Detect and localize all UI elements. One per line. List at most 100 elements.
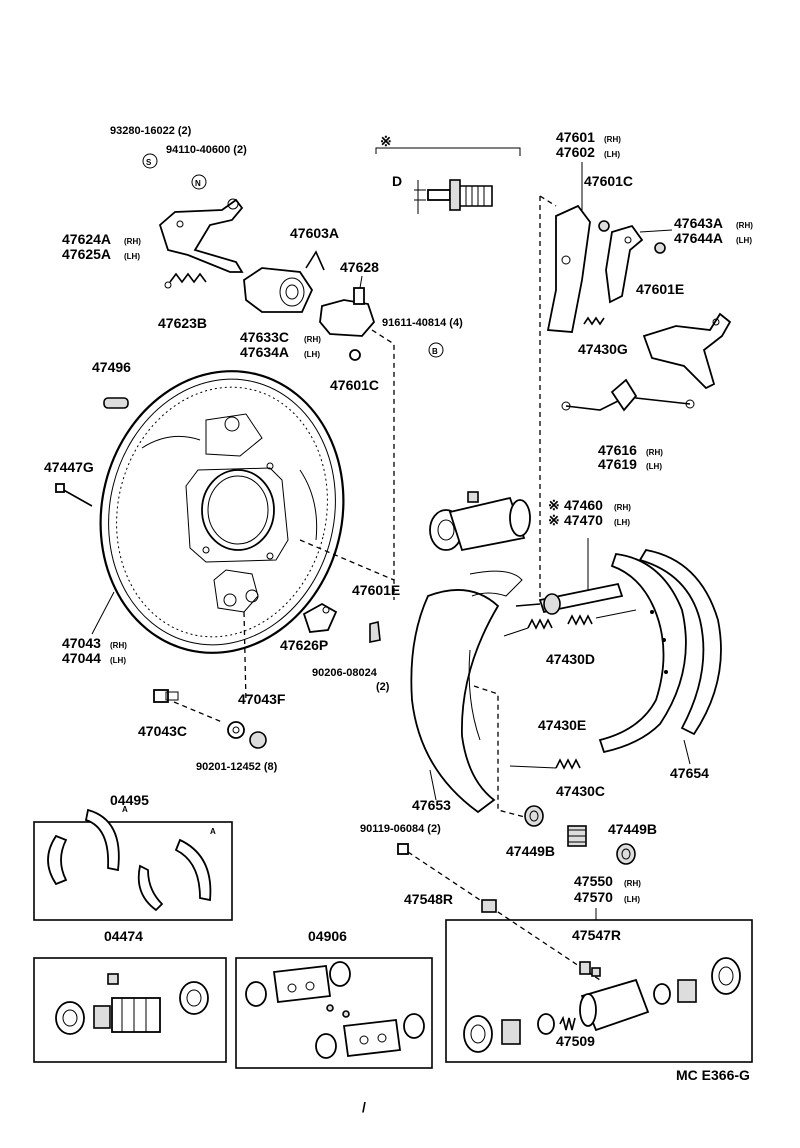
label-lh: (LH) [124, 252, 140, 261]
drawing-code: MC E366-G [676, 1067, 750, 1083]
label-90206-qty: (2) [376, 681, 390, 693]
label-lh-8: (LH) [624, 895, 640, 904]
bolt-47043c [153, 689, 179, 703]
label-47509: 47509 [556, 1033, 595, 1049]
label-90201: 90201-12452 (8) [196, 761, 278, 773]
nut-47601c-top [598, 220, 610, 232]
wheel-cylinder-47460 [429, 491, 531, 552]
label-47496: 47496 [92, 359, 131, 375]
label-47653: 47653 [412, 797, 451, 813]
svg-text:S: S [146, 158, 152, 167]
wheel-bolt-part [414, 179, 493, 214]
spring-47430g [583, 316, 605, 326]
bleeder-47548r [481, 899, 497, 913]
clip-47601e [369, 621, 381, 643]
lever-right-part [642, 312, 732, 390]
star-mark-3: ※ [548, 512, 560, 528]
stray-mark: / [362, 1099, 366, 1115]
label-47616: 47616 [598, 442, 637, 458]
spring-47623b [164, 272, 207, 289]
label-47548r: 47548R [404, 891, 453, 907]
brake-shoe-47654 [598, 549, 722, 754]
boot-47628 [319, 287, 376, 337]
bolt-markers: S N [142, 153, 207, 190]
spring-47430d [503, 609, 637, 637]
kit-box-04474 [33, 957, 227, 1063]
label-rh-8: (RH) [624, 879, 641, 888]
label-47430g: 47430G [578, 341, 628, 357]
label-rh-2: (RH) [304, 335, 321, 344]
nut-47601e-top [654, 242, 666, 254]
svg-text:A: A [210, 827, 216, 836]
label-47449b-right: 47449B [608, 821, 657, 837]
label-47623b: 47623B [158, 315, 207, 331]
lever-47643a [605, 224, 644, 304]
bolt-mark-b: B [428, 342, 444, 358]
label-rh-4: (RH) [604, 135, 621, 144]
label-47550: 47550 [574, 873, 613, 889]
label-rh: (RH) [124, 237, 141, 246]
label-04495: 04495 [110, 792, 149, 808]
brake-shoe-47653 [410, 570, 523, 814]
label-47547r: 47547R [572, 927, 621, 943]
kit-box-04906 [235, 957, 433, 1069]
label-47043f: 47043F [238, 691, 286, 707]
lever-47601 [546, 204, 591, 333]
plug-47496 [103, 397, 129, 409]
label-91611: 91611-40814 (4) [382, 317, 463, 329]
label-47654: 47654 [670, 765, 709, 781]
label-47643a: 47643A [674, 215, 723, 231]
kit-box-04495: A A [33, 805, 233, 921]
label-47603a: 47603A [290, 225, 339, 241]
label-47624a: 47624A [62, 231, 111, 247]
spring-hold [567, 825, 587, 847]
plate-47626p [302, 602, 338, 633]
pin-90119 [397, 843, 409, 855]
label-47644a: 47644A [674, 230, 723, 246]
label-90119: 90119-06084 (2) [360, 823, 441, 835]
nut-47601c [349, 349, 361, 361]
strut-assembly [515, 538, 624, 615]
label-lh-6: (LH) [646, 462, 662, 471]
label-47430e: 47430E [538, 717, 586, 733]
label-04474: 04474 [104, 928, 143, 944]
label-lh-2: (LH) [304, 350, 320, 359]
label-lh-3: (LH) [110, 656, 126, 665]
label-47601e-top: 47601E [636, 281, 684, 297]
label-rh-6: (RH) [646, 448, 663, 457]
kit-box-47550 [445, 919, 753, 1063]
clip-47603a [305, 250, 325, 271]
label-47430c: 47430C [556, 783, 605, 799]
label-47460: 47460 [564, 497, 603, 513]
label-93280: 93280-16022 (2) [110, 125, 192, 137]
dimension-d: D [392, 173, 402, 189]
label-47470: 47470 [564, 512, 603, 528]
label-47633c: 47633C [240, 329, 289, 345]
svg-text:A: A [122, 805, 128, 814]
cup-47449b-right [616, 843, 636, 865]
svg-text:B: B [432, 347, 438, 356]
label-47043: 47043 [62, 635, 101, 651]
label-47626p: 47626P [280, 637, 328, 653]
label-47634a: 47634A [240, 344, 289, 360]
star-bracket: ※ [375, 133, 521, 156]
label-lh-4: (LH) [604, 150, 620, 159]
washer-90201 [227, 721, 267, 749]
label-47044: 47044 [62, 650, 101, 666]
label-rh-3: (RH) [110, 641, 127, 650]
label-47628: 47628 [340, 259, 379, 275]
label-90206: 90206-08024 [312, 667, 378, 679]
label-47447g: 47447G [44, 459, 94, 475]
label-lh-5: (LH) [736, 236, 752, 245]
label-47602: 47602 [556, 144, 595, 160]
cable-47616 [561, 378, 695, 412]
label-47043c: 47043C [138, 723, 187, 739]
label-47601: 47601 [556, 129, 595, 145]
label-47430d: 47430D [546, 651, 595, 667]
star-mark: ※ [380, 133, 392, 149]
label-rh-7: (RH) [614, 503, 631, 512]
backing-plate-part [99, 370, 345, 654]
cup-47449b-left [524, 805, 544, 827]
label-47601e-mid: 47601E [352, 582, 400, 598]
